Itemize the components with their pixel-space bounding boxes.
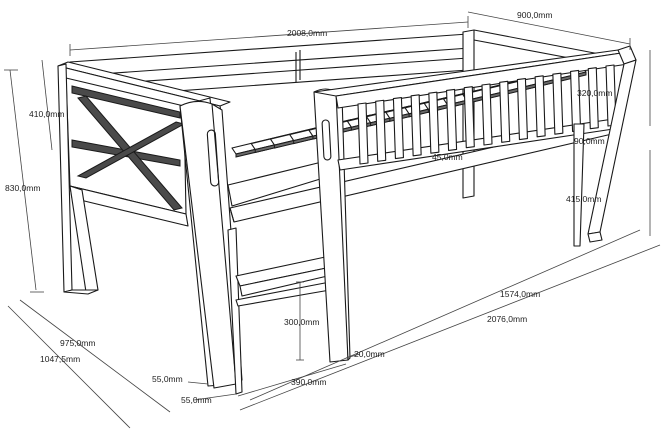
baluster	[463, 86, 475, 149]
dim-depth-outer: 1047,5mm	[40, 354, 80, 364]
baluster	[392, 97, 404, 160]
dim-post-width-b: 55,0mm	[181, 395, 212, 405]
dim-ladder-width: 390,0mm	[291, 377, 326, 387]
dim-width: 900,0mm	[517, 10, 552, 20]
dim-slat-width: 45,0mm	[432, 152, 463, 162]
dim-depth-inner: 975,0mm	[60, 338, 95, 348]
right-end-post	[573, 45, 637, 247]
baluster	[570, 69, 582, 132]
baluster	[428, 91, 440, 154]
dim-leg-height-right: 415,0mm	[566, 194, 601, 204]
baluster	[410, 94, 422, 157]
baluster	[499, 80, 511, 143]
baluster	[552, 72, 564, 135]
baluster	[357, 102, 369, 165]
dim-slat-gap: 90,0mm	[574, 136, 605, 146]
baluster	[375, 99, 387, 162]
dim-ladder-step: 300,0mm	[284, 317, 319, 327]
dimension-lines	[4, 11, 661, 429]
front-left-post	[179, 97, 243, 389]
dim-total-height: 830,0mm	[5, 183, 40, 193]
dim-rail-height-left: 410,0mm	[29, 109, 64, 119]
baluster	[587, 67, 599, 130]
baluster	[446, 88, 458, 151]
baluster	[534, 75, 546, 138]
guard-balusters	[357, 64, 617, 165]
ladder	[227, 88, 351, 395]
dim-total-length: 2008,0mm	[287, 28, 327, 38]
dim-post-width-a: 55,0mm	[152, 374, 183, 384]
baluster	[481, 83, 493, 146]
dimension-labels: 2008,0mm 900,0mm 410,0mm 830,0mm 320,0mm…	[5, 10, 612, 405]
dim-guard-height: 320,0mm	[577, 88, 612, 98]
baluster	[516, 78, 528, 141]
dim-ladder-offset: 20,0mm	[354, 349, 385, 359]
dim-outer-length: 2076,0mm	[487, 314, 527, 324]
dim-opening-length: 1574,0mm	[500, 289, 540, 299]
